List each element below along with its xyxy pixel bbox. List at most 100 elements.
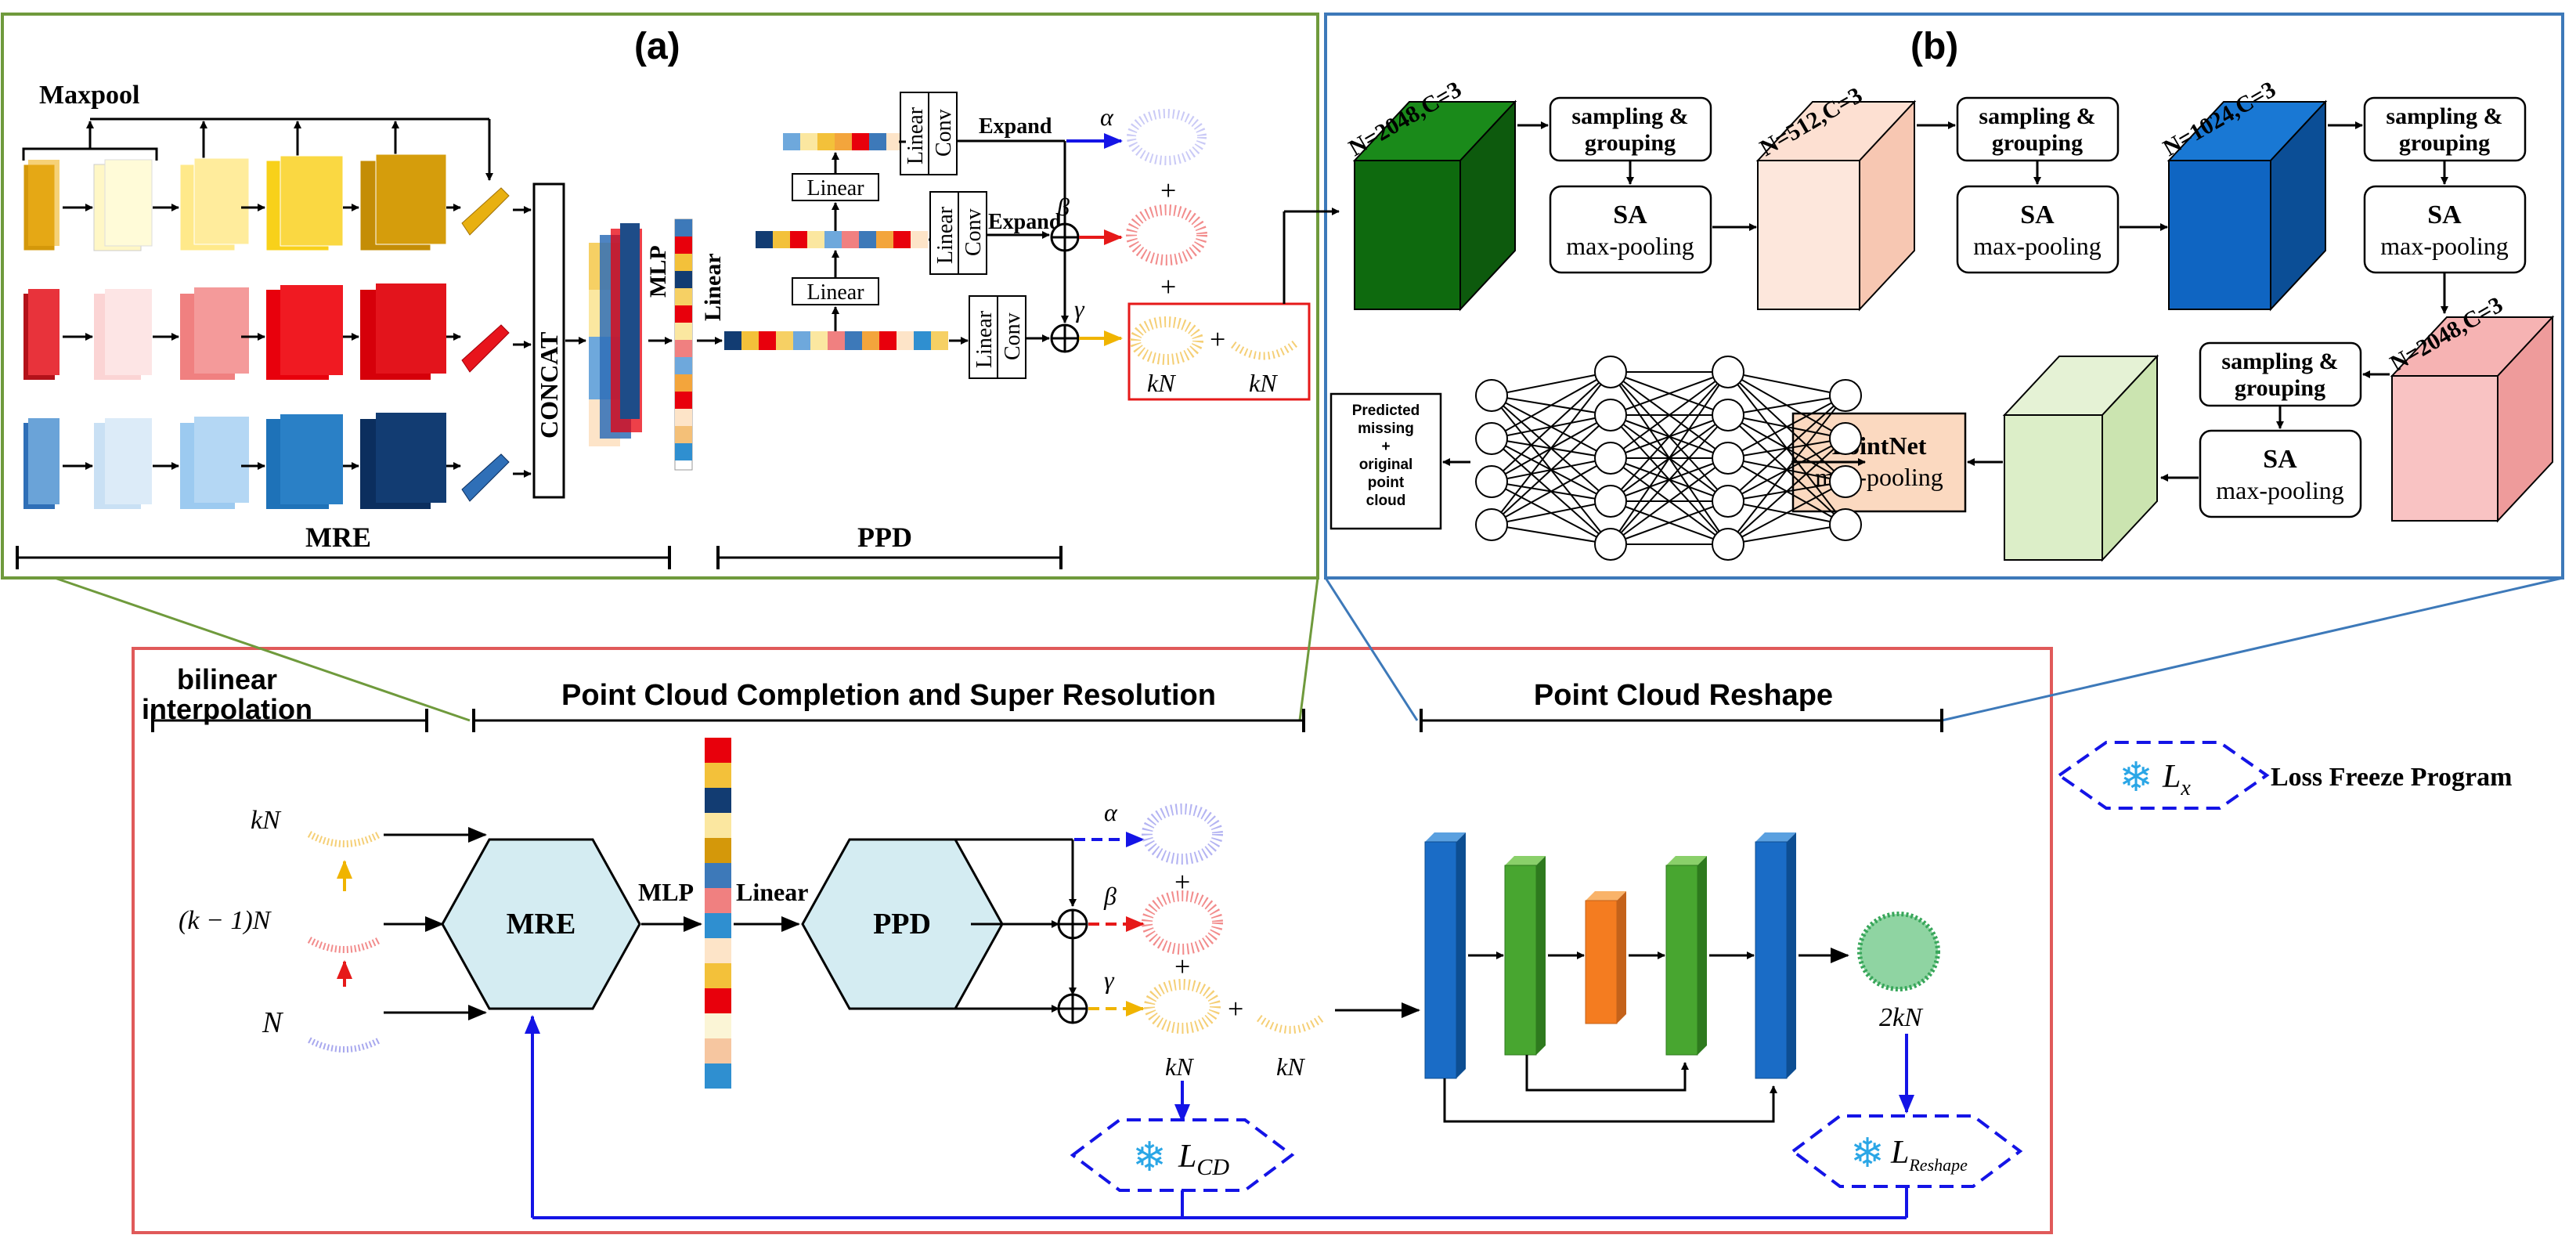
concat-label: CONCAT	[535, 332, 563, 439]
cloud-alpha-bottom	[1142, 803, 1223, 865]
svg-text:max-pooling: max-pooling	[2380, 232, 2509, 260]
output-cloud-2kn	[1857, 912, 1940, 991]
connector-b-right	[1941, 576, 2563, 722]
cuboid-light-green	[2002, 354, 2159, 562]
svg-text:Linear: Linear	[972, 310, 997, 368]
feature-row-middle	[756, 231, 928, 248]
connector-a-right	[1298, 577, 1319, 721]
linear-box-a1-label: Linear	[806, 280, 864, 305]
svg-text:Linear: Linear	[904, 107, 928, 164]
svg-text:cloud: cloud	[1366, 493, 1406, 509]
svg-text:original: original	[1359, 457, 1413, 473]
kn-bottom-1: kN	[1165, 1053, 1194, 1081]
svg-text:sampling &: sampling &	[1571, 103, 1688, 129]
bilinear-label-1: bilinear	[177, 663, 277, 695]
sa-box-2	[1956, 185, 2120, 274]
feature-row-top	[783, 133, 904, 150]
svg-text:PPD: PPD	[873, 908, 931, 941]
svg-text:+: +	[1381, 439, 1390, 455]
svg-text:max-pooling: max-pooling	[1973, 232, 2102, 260]
svg-text:grouping: grouping	[2235, 375, 2325, 401]
legend-diamond	[2056, 741, 2270, 810]
point-cloud-kn-a	[1231, 340, 1299, 360]
reshape-block-3	[1585, 891, 1626, 1024]
linear-box-a1	[792, 277, 879, 305]
cloud-kn-bottom	[1257, 1014, 1324, 1034]
panel-a-border	[1, 13, 1319, 580]
svg-text:Predicted: Predicted	[1352, 403, 1420, 419]
point-cloud-gamma-a	[1130, 316, 1203, 365]
reshape-block-2	[1504, 856, 1546, 1056]
plus-b1: +	[1174, 866, 1190, 897]
svg-text:Conv: Conv	[961, 208, 986, 256]
sa-box-1	[1549, 185, 1712, 274]
maxpool-label: Maxpool	[39, 81, 139, 110]
loss-cd-diamond	[1070, 1118, 1295, 1192]
plus-a3: +	[1210, 323, 1225, 355]
svg-text:SA: SA	[2427, 200, 2462, 229]
output-box-a	[1127, 302, 1311, 401]
maxpool-lines	[22, 117, 493, 181]
legend-text: Loss Freeze Program	[2271, 763, 2512, 792]
svg-text:Conv: Conv	[1001, 312, 1025, 360]
connector-b-left	[1324, 577, 1419, 721]
mlp-label-a: MLP	[645, 245, 671, 298]
mre-row-arrows	[63, 204, 532, 478]
reshape-block-4	[1665, 856, 1707, 1056]
svg-text:grouping: grouping	[1992, 130, 2083, 156]
add-node-beta-bottom	[1057, 908, 1088, 940]
beta-bottom: β	[1103, 882, 1117, 910]
kn-bottom-2: kN	[1276, 1053, 1305, 1081]
input-k1n: (k − 1)N	[179, 906, 272, 935]
svg-text:max-pooling: max-pooling	[1566, 232, 1694, 260]
neural-network	[1475, 356, 1862, 561]
loss-reshape-diamond	[1790, 1114, 2023, 1188]
svg-text:grouping: grouping	[2399, 130, 2490, 156]
add-node-beta-a	[1050, 222, 1080, 252]
panel-b-arrows	[1442, 121, 2448, 482]
cloud-beta-bottom	[1142, 890, 1223, 955]
ppd-label-a: PPD	[857, 522, 912, 553]
input-cloud-k1n	[307, 937, 382, 953]
connector-a-left	[54, 576, 471, 722]
svg-text:max-pooling: max-pooling	[2216, 476, 2344, 504]
svg-text:grouping: grouping	[1585, 130, 1676, 156]
reshape-block-5	[1755, 832, 1796, 1079]
feature-bar-a	[674, 218, 693, 471]
expand-label-1: Expand	[979, 114, 1052, 139]
cloud-gamma-bottom	[1144, 979, 1221, 1034]
loss-reshape-label: LReshape	[1890, 1135, 1968, 1175]
alpha-bottom: α	[1104, 798, 1118, 826]
mre-row-yellow	[23, 153, 510, 251]
svg-text:point: point	[1368, 475, 1405, 491]
point-cloud-alpha-a	[1127, 109, 1207, 165]
plus-b2: +	[1174, 951, 1190, 982]
sa-box-4	[2199, 429, 2362, 518]
expand-label-2: Expand	[988, 210, 1062, 234]
cuboid-blue	[2167, 99, 2328, 312]
svg-text:SA: SA	[2263, 445, 2297, 474]
snowflake-icon-cd: ❄	[1132, 1135, 1167, 1180]
reshape-title: Point Cloud Reshape	[1534, 679, 1833, 712]
beta-a: β	[1056, 193, 1070, 221]
svg-text:SA: SA	[1613, 200, 1647, 229]
svg-text:Linear: Linear	[933, 206, 958, 264]
linear-label-bottom: Linear	[736, 878, 808, 906]
snowflake-icon-reshape: ❄	[1850, 1131, 1885, 1176]
add-node-gamma-a	[1050, 323, 1080, 353]
label-2kn: 2kN	[1879, 1003, 1924, 1032]
plus-b3: +	[1228, 993, 1243, 1024]
predicted-output-box	[1329, 392, 1442, 530]
panel-a-title: (a)	[634, 26, 680, 67]
input-cloud-n	[308, 1037, 381, 1053]
cuboid-green	[1352, 99, 1517, 312]
mre-label-a: MRE	[305, 522, 371, 553]
svg-text:sampling &: sampling &	[1979, 103, 2095, 129]
alpha-a: α	[1100, 103, 1114, 131]
input-cloud-kn	[307, 831, 382, 847]
mre-hexagon	[441, 838, 641, 1010]
input-n: N	[262, 1006, 284, 1039]
svg-text:SA: SA	[2020, 200, 2055, 229]
feature-row-bottom	[724, 331, 948, 350]
